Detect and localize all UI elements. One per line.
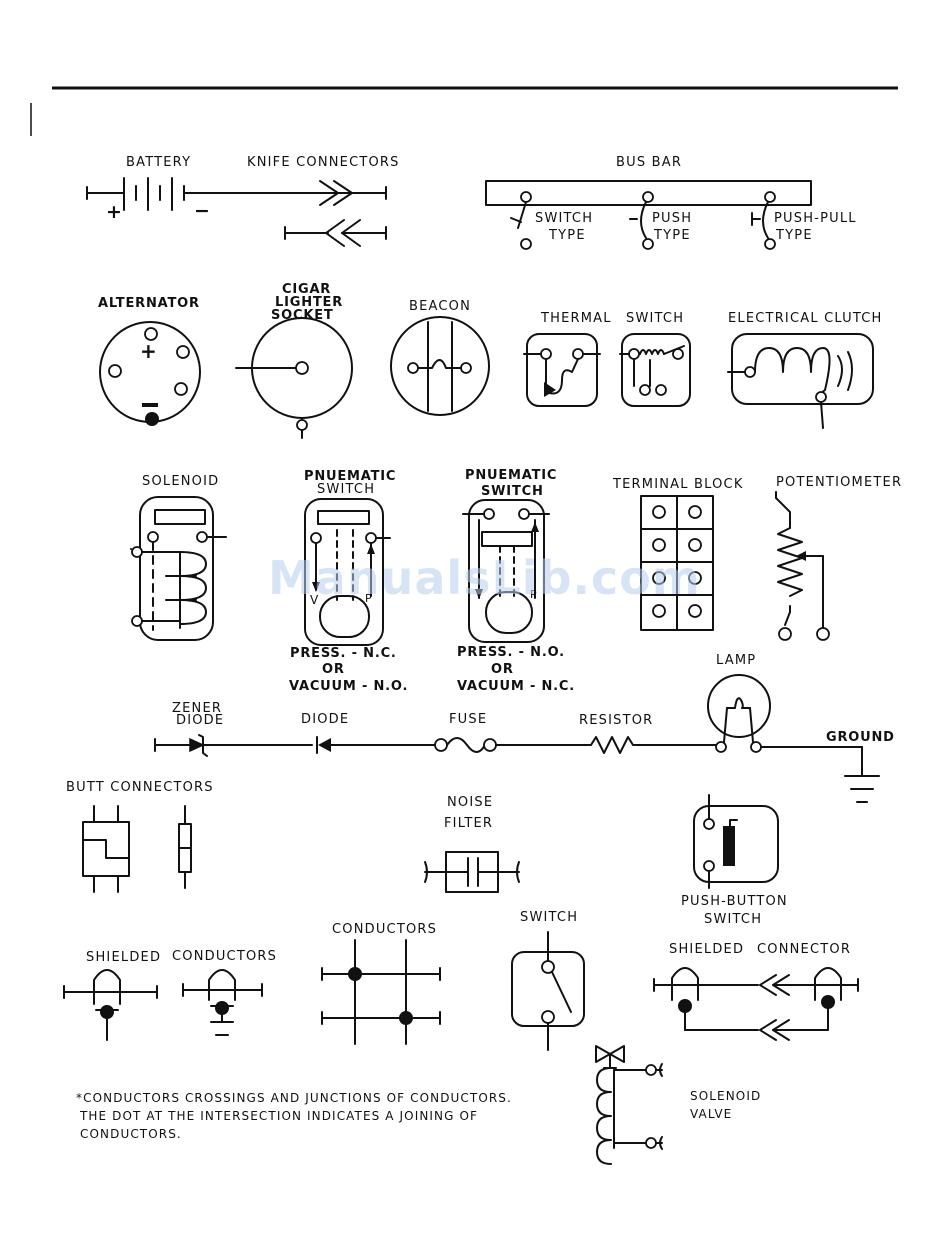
push-type-label-1: PUSH (652, 211, 692, 226)
pneumatic-2-label-a: PNUEMATIC (465, 468, 557, 483)
pneumatic-1-note-2: OR (322, 662, 345, 677)
shielded-conductors-label: CONDUCTORS (172, 949, 277, 964)
zener-label-1: ZENER (172, 701, 222, 716)
bus-bar-label: BUS BAR (616, 155, 682, 170)
shielded-label: SHIELDED (86, 950, 161, 965)
switch-type-label-2: TYPE (548, 228, 586, 243)
footnote-line-1: *CONDUCTORS CROSSINGS AND JUNCTIONS OF C… (76, 1091, 512, 1105)
electrical-clutch-symbol: ELECTRICAL CLUTCH (727, 311, 883, 429)
thermal-switch-symbol: THERMAL SWITCH (523, 311, 691, 407)
pneumatic-1-v: V (310, 593, 319, 607)
conductors-label: CONDUCTORS (332, 922, 437, 937)
shielded-connector-label-2: CONNECTOR (757, 942, 851, 957)
bus-bar-symbol: BUS BAR SWITCH TYPE PUSH TYPE PUSH-PULL … (485, 155, 857, 250)
noise-label-1: NOISE (447, 795, 493, 810)
knife-connectors-symbol: KNIFE CONNECTORS (247, 155, 400, 247)
knife-connectors-label: KNIFE CONNECTORS (247, 155, 400, 170)
pneumatic-2-note-2: OR (491, 662, 514, 677)
beacon-symbol: BEACON (390, 299, 490, 416)
switch-symbol: SWITCH (511, 910, 585, 1051)
push-button-label-2: SWITCH (704, 912, 762, 927)
pneumatic-switch-nc-symbol: PNUEMATIC SWITCH V P PRESS. - N.C. OR VA… (289, 469, 408, 694)
cigar-lighter-socket-symbol: CIGAR LIGHTER SOCKET (235, 282, 353, 439)
thermal-switch-label: SWITCH (626, 311, 684, 326)
pneumatic-1-note-3: VACUUM - N.O. (289, 679, 408, 694)
push-button-label-1: PUSH-BUTTON (681, 894, 788, 909)
terminal-block-symbol: TERMINAL BLOCK (612, 477, 744, 631)
footnote: *CONDUCTORS CROSSINGS AND JUNCTIONS OF C… (76, 1091, 512, 1141)
thermal-label: THERMAL (540, 311, 612, 326)
beacon-label: BEACON (409, 299, 471, 314)
push-button-switch-symbol: PUSH-BUTTON SWITCH (681, 794, 788, 927)
footnote-line-3: CONDUCTORS. (80, 1127, 182, 1141)
shielded-connector-symbol: SHIELDED CONNECTOR (653, 942, 859, 1041)
pneumatic-1-p: P (365, 592, 372, 605)
switch-type-label-1: SWITCH (535, 211, 593, 226)
zener-label-2: DIODE (176, 713, 224, 728)
lamp-label: LAMP (716, 653, 756, 668)
battery-label: BATTERY (126, 155, 191, 170)
noise-filter-symbol: NOISE FILTER (424, 795, 520, 893)
switch-label: SWITCH (520, 910, 578, 925)
pneumatic-2-note-1: PRESS. - N.O. (457, 645, 565, 660)
cigar-label-1: CIGAR (282, 282, 331, 297)
shielded-conductors-symbol: SHIELDED CONDUCTORS (63, 949, 277, 1041)
pneumatic-2-p: P (530, 588, 537, 601)
potentiometer-symbol: POTENTIOMETER (775, 475, 902, 641)
conductors-crossing-symbol: CONDUCTORS (321, 922, 441, 1045)
alternator-symbol: ALTERNATOR + (98, 296, 201, 426)
pneumatic-2-note-3: VACUUM - N.C. (457, 679, 575, 694)
solenoid-valve-label-2: VALVE (690, 1107, 732, 1121)
push-pull-type-label-2: TYPE (775, 228, 813, 243)
inline-components-line: ZENER DIODE DIODE FUSE RESISTOR LAMP GRO… (154, 653, 895, 803)
push-pull-type-label-1: PUSH-PULL (774, 211, 857, 226)
pneumatic-switch-no-symbol: PNUEMATIC SWITCH P PRESS. - N.O. OR VACU… (457, 468, 575, 694)
push-type-label-2: TYPE (653, 228, 691, 243)
potentiometer-label: POTENTIOMETER (776, 475, 902, 490)
electrical-clutch-label: ELECTRICAL CLUTCH (728, 311, 883, 326)
shielded-connector-label-1: SHIELDED (669, 942, 744, 957)
fuse-label: FUSE (449, 712, 487, 727)
pneumatic-2-label-b: SWITCH (481, 484, 544, 499)
watermark: ManualsLib.com (268, 551, 701, 605)
battery-plus: + (106, 201, 122, 223)
pneumatic-1-label-a: PNUEMATIC (304, 469, 396, 484)
resistor-label: RESISTOR (579, 713, 653, 728)
ground-label: GROUND (826, 730, 895, 745)
cigar-label-2: LIGHTER (275, 295, 343, 310)
alternator-label: ALTERNATOR (98, 296, 200, 311)
solenoid-valve-symbol: SOLENOID VALVE (595, 1045, 761, 1165)
butt-connectors-symbol: BUTT CONNECTORS (66, 780, 214, 893)
footnote-line-2: THE DOT AT THE INTERSECTION INDICATES A … (79, 1109, 478, 1123)
battery-minus: − (194, 200, 210, 222)
pneumatic-1-note-1: PRESS. - N.C. (290, 646, 397, 661)
terminal-block-label: TERMINAL BLOCK (612, 477, 744, 492)
diode-label: DIODE (301, 712, 349, 727)
pneumatic-1-label-b: SWITCH (317, 482, 375, 497)
solenoid-symbol: SOLENOID (130, 474, 227, 641)
butt-connectors-label: BUTT CONNECTORS (66, 780, 214, 795)
noise-label-2: FILTER (444, 816, 493, 831)
cigar-label-3: SOCKET (271, 308, 334, 323)
solenoid-valve-label-1: SOLENOID (690, 1089, 761, 1103)
solenoid-label: SOLENOID (142, 474, 219, 489)
alternator-plus: + (140, 339, 157, 363)
